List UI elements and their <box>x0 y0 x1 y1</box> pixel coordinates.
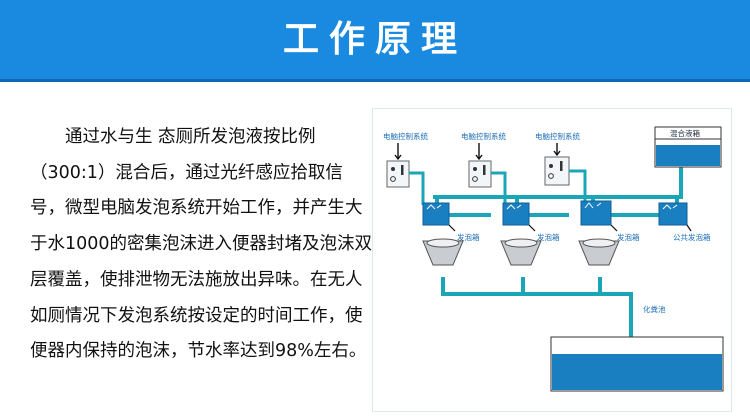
foam-box-label-2: 发泡箱 <box>537 232 560 242</box>
foam-box-label-1: 发泡箱 <box>457 232 480 242</box>
foam-tank-3 <box>580 200 612 226</box>
page-title: 工作原理 <box>282 19 467 60</box>
foam-tank-1 <box>422 202 450 226</box>
toilet-bowl-3 <box>578 238 620 266</box>
control-label-2: 电脑控制系统 <box>461 131 506 141</box>
septic-tank <box>550 336 724 392</box>
control-label-1: 电脑控制系统 <box>383 131 428 141</box>
diagram-canvas: 电脑控制系统 电脑控制系统 电脑控制系统 <box>383 126 724 392</box>
description-block: 通过水与生 态厕所发泡液按比例（300:1）混合后，通过光纤感应拾取信号，微型电… <box>30 120 375 370</box>
pipe-network <box>433 157 683 337</box>
description-paragraph: 通过水与生 态厕所发泡液按比例（300:1）混合后，通过光纤感应拾取信号，微型电… <box>30 127 373 362</box>
drain-pipe <box>441 277 633 296</box>
septic-tank-label: 化粪池 <box>643 304 666 314</box>
system-diagram: 电脑控制系统 电脑控制系统 电脑控制系统 <box>372 108 732 412</box>
toilet-bowl-1 <box>422 238 464 266</box>
mix-tank: 混合液箱 <box>654 126 722 168</box>
mix-tank-label: 混合液箱 <box>670 128 700 138</box>
toilet-bowl-2 <box>500 238 542 266</box>
control-label-3: 电脑控制系统 <box>535 131 580 141</box>
foam-tank-2 <box>502 202 530 226</box>
public-foam-box-label: 公共发泡箱 <box>673 232 711 242</box>
control-unit-1: 电脑控制系统 <box>383 131 428 205</box>
foam-box-label-3: 发泡箱 <box>617 232 640 242</box>
control-unit-3: 电脑控制系统 <box>535 131 587 205</box>
title-banner: 工作原理 <box>0 0 750 82</box>
control-unit-2: 电脑控制系统 <box>461 131 507 205</box>
foam-tank-4 <box>658 202 688 226</box>
